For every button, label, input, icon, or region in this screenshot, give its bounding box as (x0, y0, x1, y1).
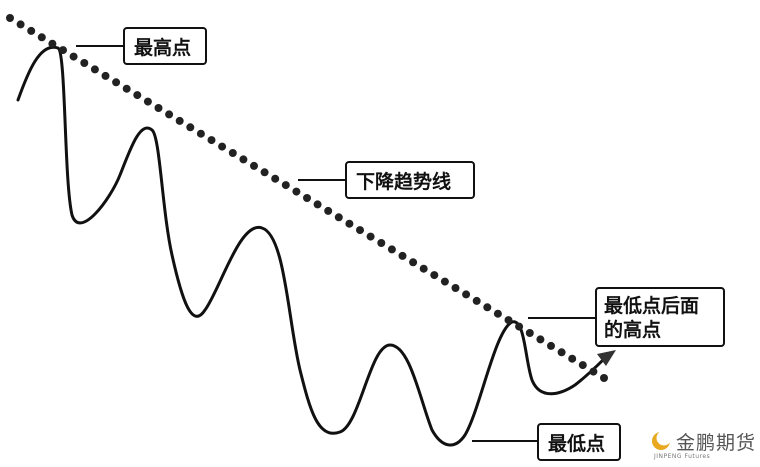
trend-dot (218, 142, 227, 151)
trend-dot (398, 251, 407, 260)
trend-dot (472, 296, 481, 305)
label-lowest-text: 最低点 (548, 432, 605, 455)
trend-dot (334, 213, 343, 222)
trend-dot (239, 155, 248, 164)
trend-dot (483, 303, 492, 312)
trend-dot (493, 309, 502, 318)
trend-dot (419, 264, 428, 273)
label-lowest: 最低点 (537, 423, 621, 461)
trend-dot (143, 97, 152, 106)
trend-dot (504, 316, 513, 325)
trend-dot (303, 194, 311, 202)
trend-dot (356, 226, 364, 235)
watermark-cn: 金鹏期货 (676, 432, 757, 454)
trend-dot (281, 181, 290, 190)
trend-dot (250, 161, 258, 170)
trend-dot (48, 39, 57, 48)
trend-dot (228, 149, 237, 157)
trend-dot (260, 168, 269, 177)
trend-dot (324, 206, 333, 215)
trend-dot (462, 290, 471, 299)
trend-dot (80, 59, 89, 67)
trend-dot (387, 245, 396, 254)
trend-dot (133, 91, 142, 100)
trend-dot (377, 239, 386, 247)
trend-dot (175, 116, 184, 125)
trend-dot (154, 104, 163, 112)
trend-dot (515, 322, 524, 331)
trend-dot (313, 200, 322, 209)
arrow-head-icon (597, 350, 616, 366)
trend-dot (101, 71, 110, 80)
trend-dot (589, 367, 598, 376)
trend-dot (271, 174, 280, 183)
trend-dot (27, 26, 36, 35)
trend-dot (165, 110, 174, 119)
label-post-low-high: 最低点后面 的高点 (595, 287, 725, 347)
trend-dot (525, 329, 534, 337)
brand-crescent-icon (652, 430, 672, 450)
trend-dot (186, 123, 195, 132)
trend-dot (112, 78, 121, 87)
trend-dot (366, 232, 375, 241)
trend-dot (547, 341, 555, 350)
downtrend-dotted-line (6, 14, 608, 382)
label-trendline: 下降趋势线 (345, 161, 475, 199)
trend-dot (16, 20, 25, 29)
trend-dot (440, 277, 449, 286)
label-highest: 最高点 (123, 27, 207, 65)
trend-dot (345, 219, 354, 228)
trend-dot (69, 52, 78, 61)
watermark-logo: 金鹏期货 JINPENG Futures (640, 428, 758, 464)
trend-dot (6, 14, 14, 22)
label-post-low-high-line1: 最低点后面 (604, 294, 699, 317)
watermark-en: JINPENG Futures (654, 453, 711, 460)
trend-dot (430, 271, 439, 280)
label-trendline-text: 下降趋势线 (356, 170, 451, 193)
trend-dot (292, 187, 301, 196)
trend-dot (578, 361, 587, 370)
label-highest-text: 最高点 (134, 36, 191, 59)
trend-dot (207, 136, 216, 145)
trend-dot (90, 65, 99, 74)
trend-dot (557, 348, 566, 357)
trend-dot (196, 129, 205, 138)
trend-dot (59, 46, 67, 55)
trend-dot (568, 354, 577, 363)
trend-dot (536, 335, 545, 344)
trend-dot (600, 374, 608, 382)
price-wave-line (16, 45, 607, 447)
trend-dot (122, 84, 131, 93)
trend-dot (409, 258, 418, 267)
trend-dot (451, 284, 460, 292)
trend-dot (37, 33, 46, 42)
label-post-low-high-line2: 的高点 (604, 318, 661, 341)
